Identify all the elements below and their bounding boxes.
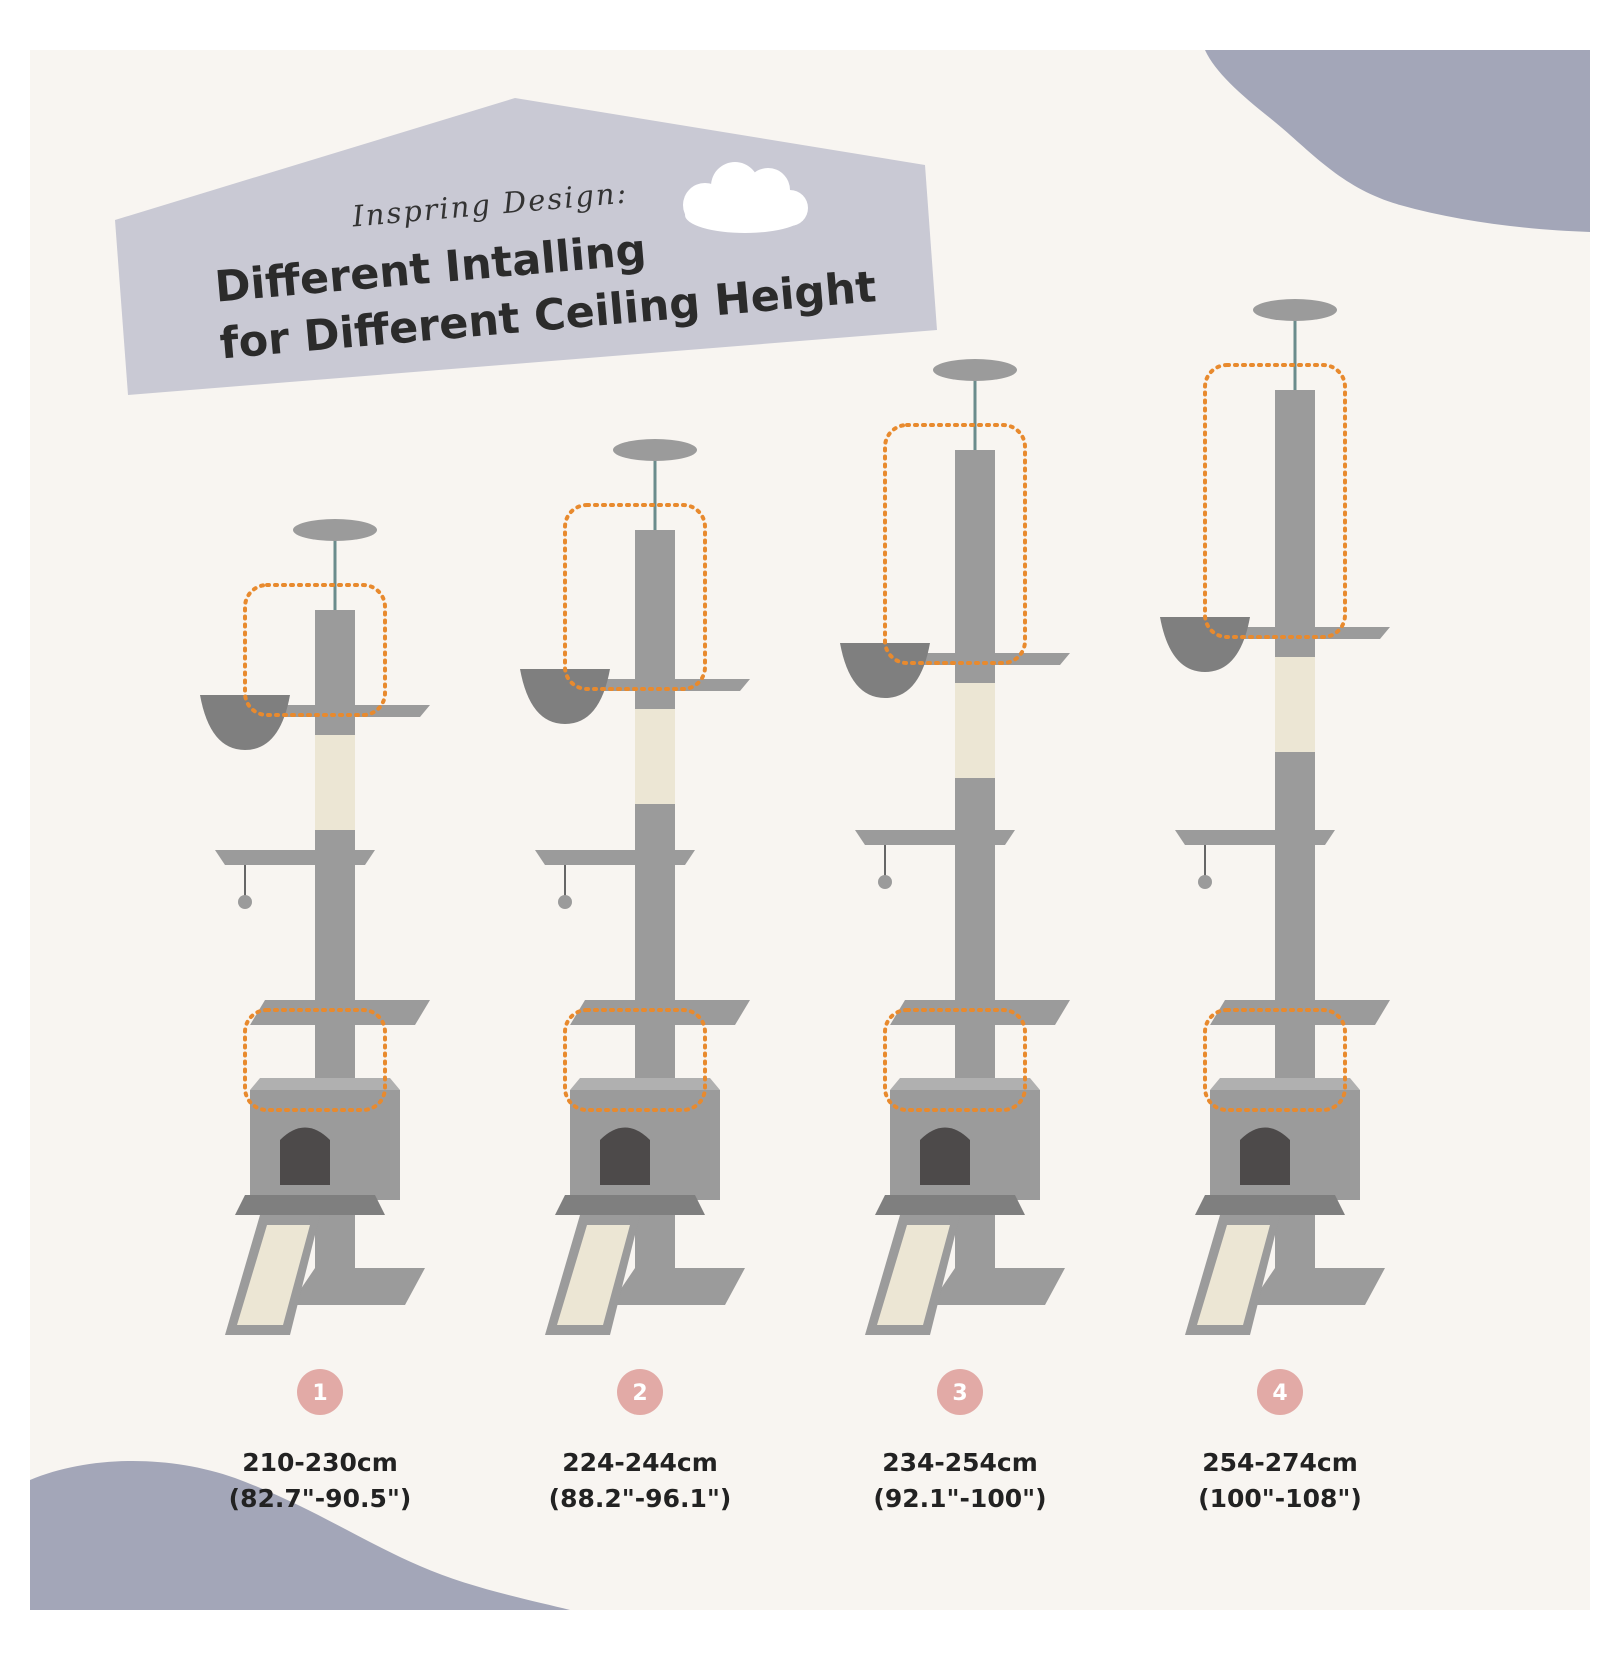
option-badge: 1 (297, 1369, 343, 1415)
step-platform (1195, 1195, 1345, 1215)
badge-number: 1 (312, 1381, 327, 1406)
cat-tree-4: 4 (1160, 299, 1390, 1415)
toy-ball (878, 875, 892, 889)
mid-platform (570, 1000, 750, 1025)
top-platform (1240, 627, 1390, 639)
height-in: (88.2"-96.1") (548, 1484, 732, 1513)
condo-entrance (280, 1127, 330, 1185)
option-badge: 4 (1257, 1369, 1303, 1415)
height-label-4: 254-274cm (100"-108") (1150, 1445, 1410, 1517)
height-in: (92.1"-100") (873, 1484, 1047, 1513)
cloud-icon (683, 162, 808, 233)
mid-platform (1210, 1000, 1390, 1025)
ramp-sisal (237, 1225, 310, 1325)
side-platform (855, 830, 1015, 845)
mid-platform (890, 1000, 1070, 1025)
badge-number: 4 (1272, 1381, 1287, 1406)
condo-entrance (600, 1127, 650, 1185)
condo-roof (570, 1078, 720, 1090)
badge-circle (617, 1369, 663, 1415)
ceiling-pad (1253, 299, 1337, 321)
hammock (520, 669, 610, 724)
badge-circle (297, 1369, 343, 1415)
badge-number: 3 (952, 1381, 967, 1406)
mid-platform (250, 1000, 430, 1025)
sisal-wrap (1275, 657, 1315, 752)
condo-entrance (1240, 1127, 1290, 1185)
cat-tree-2: 2 (520, 439, 750, 1415)
toy-ball (1198, 875, 1212, 889)
ramp-sisal (877, 1225, 950, 1325)
condo-roof (890, 1078, 1040, 1090)
condo-roof (250, 1078, 400, 1090)
height-cm: 254-274cm (1202, 1448, 1358, 1477)
hammock (200, 695, 290, 750)
option-badge: 3 (937, 1369, 983, 1415)
cat-tree-3: 3 (840, 359, 1070, 1415)
height-cm: 210-230cm (242, 1448, 398, 1477)
side-platform (215, 850, 375, 865)
cat-tree-1: 1 (200, 519, 430, 1415)
option-badge: 2 (617, 1369, 663, 1415)
decorative-blob-bottom-left (30, 1460, 570, 1610)
toy-ball (558, 895, 572, 909)
height-cm: 234-254cm (882, 1448, 1038, 1477)
step-platform (235, 1195, 385, 1215)
condo-roof (1210, 1078, 1360, 1090)
adjustable-section-bottom (883, 1008, 1027, 1112)
ceiling-pad (613, 439, 697, 461)
badge-circle (937, 1369, 983, 1415)
side-platform (1175, 830, 1335, 845)
ceiling-pad (933, 359, 1017, 381)
height-label-3: 234-254cm (92.1"-100") (830, 1445, 1090, 1517)
decorative-blob-top-right (1205, 50, 1590, 232)
adjustable-section-top (1203, 363, 1347, 639)
side-platform (535, 850, 695, 865)
badge-circle (1257, 1369, 1303, 1415)
ceiling-pad (293, 519, 377, 541)
height-label-1: 210-230cm (82.7"-90.5") (190, 1445, 450, 1517)
cat-tree-group: 1 2 3 4 (200, 299, 1390, 1415)
badge-number: 2 (632, 1381, 647, 1406)
adjustable-section-top (883, 423, 1027, 665)
toy-ball (238, 895, 252, 909)
adjustable-section-top (243, 583, 387, 717)
ramp-sisal (557, 1225, 630, 1325)
top-platform (920, 653, 1070, 665)
sisal-wrap (635, 709, 675, 804)
adjustable-section-bottom (243, 1008, 387, 1112)
adjustable-section-top (563, 503, 707, 691)
height-in: (82.7"-90.5") (228, 1484, 412, 1513)
sisal-wrap (955, 683, 995, 778)
hammock (1160, 617, 1250, 672)
adjustable-section-bottom (1203, 1008, 1347, 1112)
top-platform (600, 679, 750, 691)
ramp-sisal (1197, 1225, 1270, 1325)
condo-entrance (920, 1127, 970, 1185)
height-label-2: 224-244cm (88.2"-96.1") (510, 1445, 770, 1517)
height-cm: 224-244cm (562, 1448, 718, 1477)
hammock (840, 643, 930, 698)
height-in: (100"-108") (1198, 1484, 1362, 1513)
sisal-wrap (315, 735, 355, 830)
step-platform (875, 1195, 1025, 1215)
step-platform (555, 1195, 705, 1215)
adjustable-section-bottom (563, 1008, 707, 1112)
